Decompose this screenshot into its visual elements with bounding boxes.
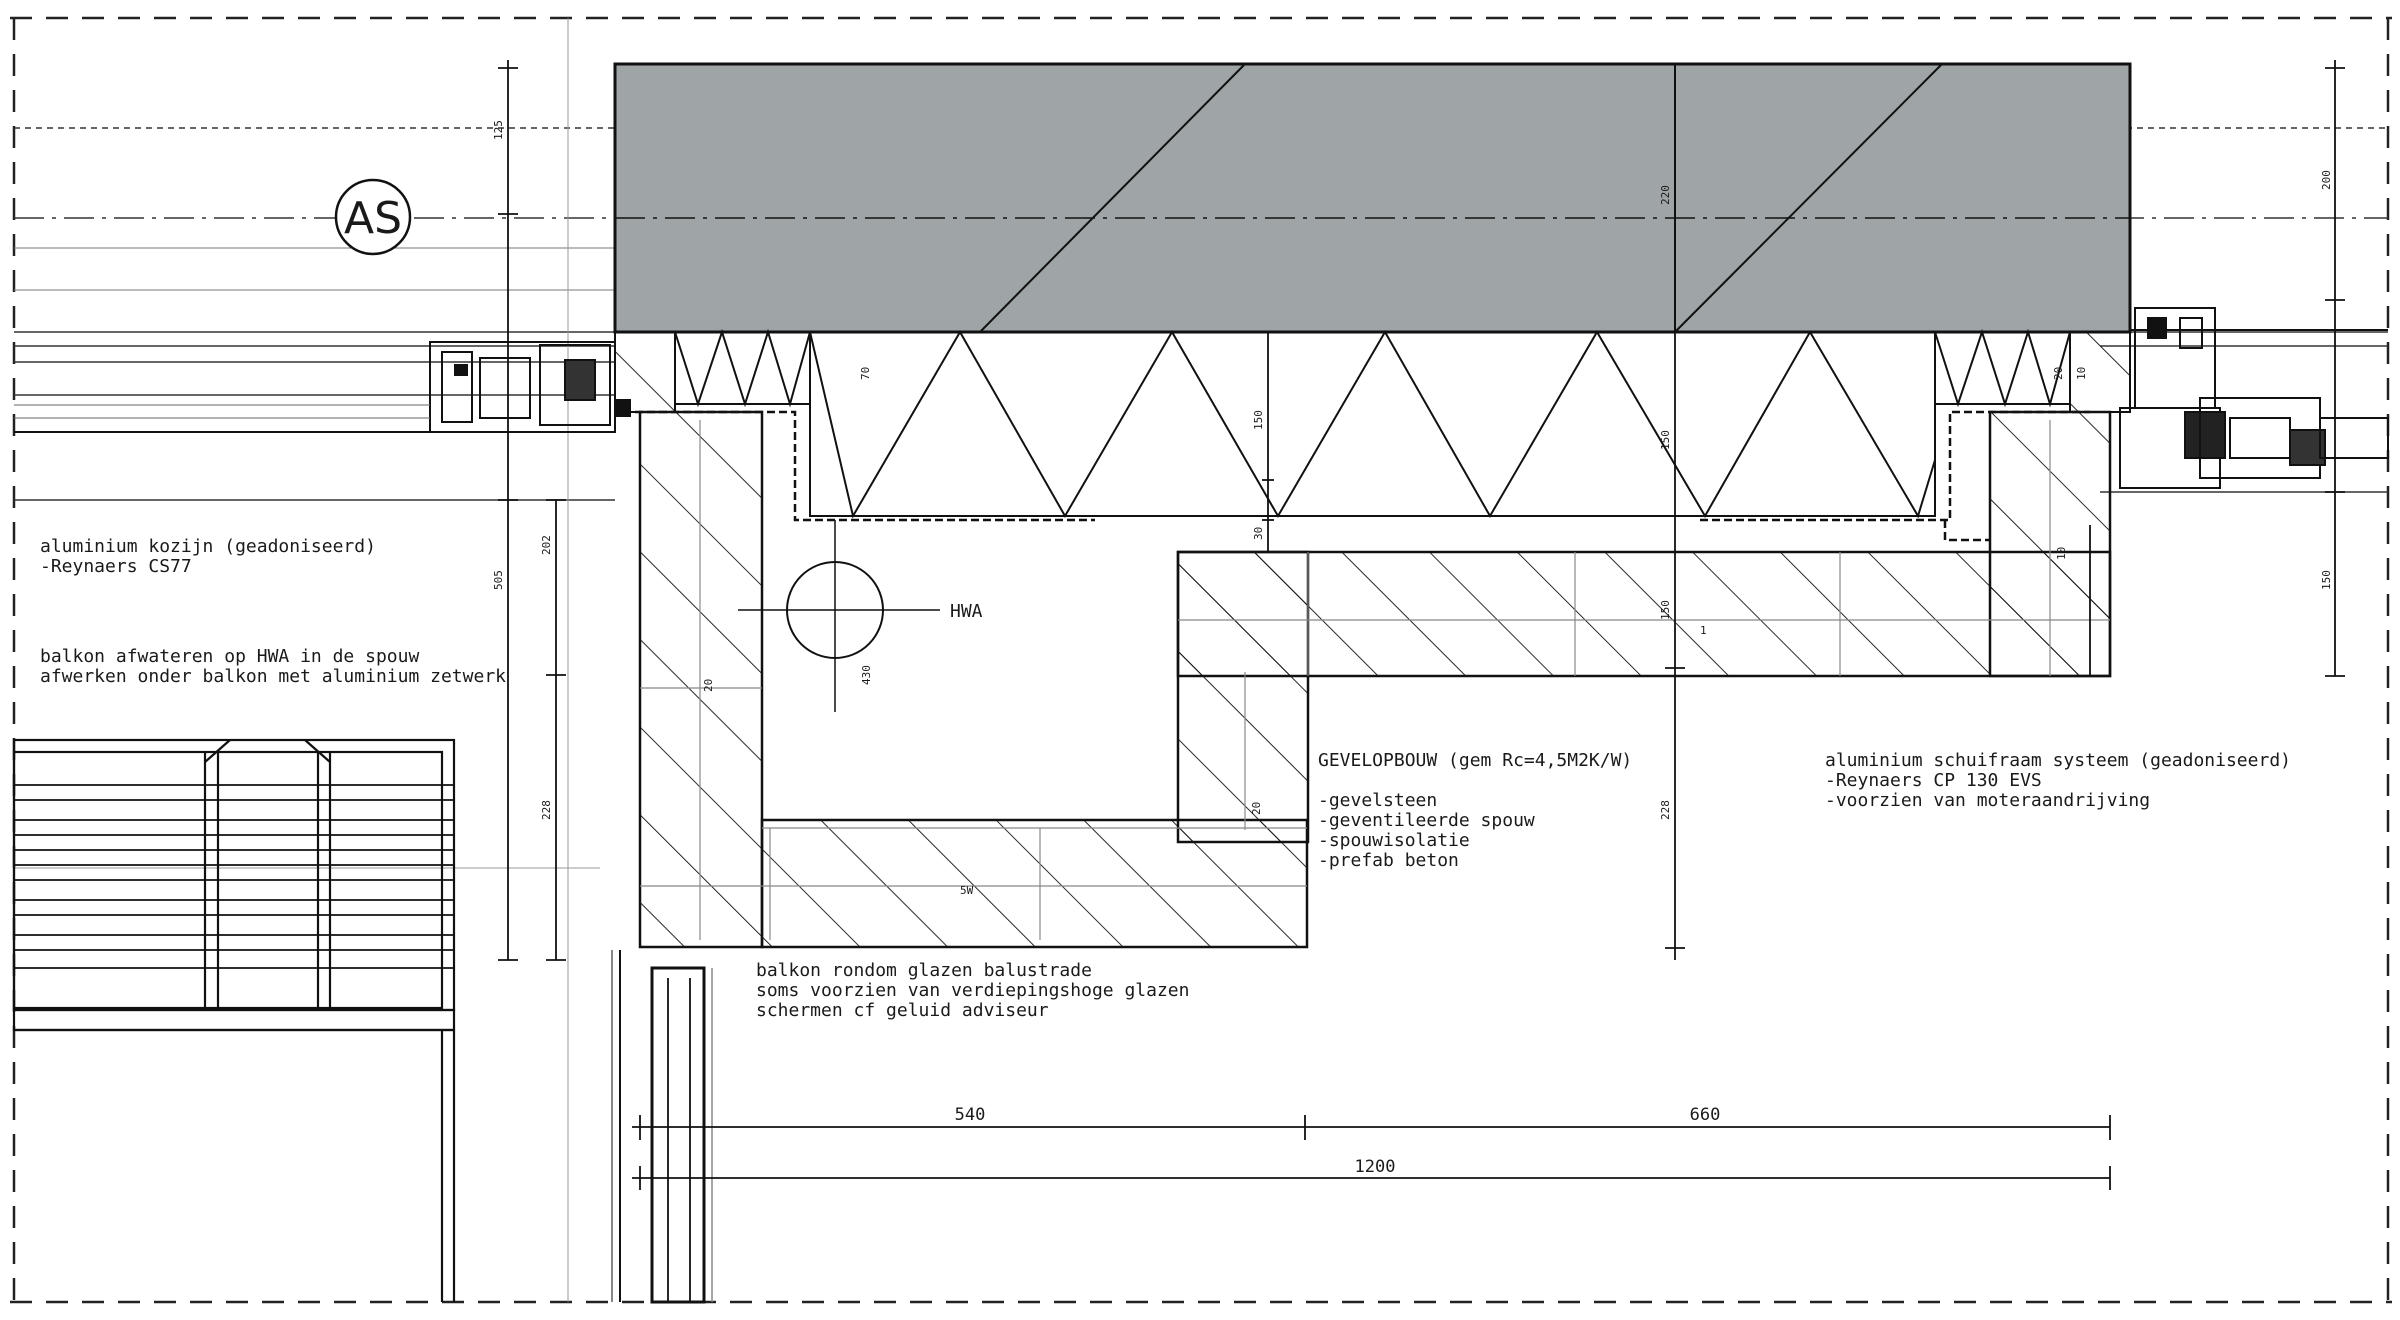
note-sliding: aluminium schuifraam systeem (geadonisee… [1825, 750, 2291, 811]
dim-small-5: 1 [1700, 624, 1707, 637]
drain-pipe: HWA [738, 520, 983, 712]
dim-mid-150a: 150 [1252, 410, 1265, 430]
dim-mid-70: 70 [859, 367, 872, 380]
note-balustrade-line-2: soms voorzien van verdiepingshoge glazen [756, 980, 1189, 1001]
note-facade-line-1: -gevelsteen [1318, 790, 1437, 811]
dim-bottom-1200: 1200 [1355, 1157, 1396, 1177]
dim-left-505: 505 [492, 570, 505, 590]
left-window-frame [14, 341, 631, 433]
dim-mid-220: 220 [1659, 185, 1672, 205]
note-facade-title: GEVELOPBOUW (gem Rc=4,5M2K/W) [1318, 750, 1632, 771]
note-drainage-line-1: balkon afwateren op HWA in de spouw [40, 646, 419, 667]
dim-left-202: 202 [540, 535, 553, 555]
note-frame-line-2: -Reynaers CS77 [40, 556, 192, 577]
sheet-border [10, 16, 2392, 1304]
dim-left-125: 125 [492, 120, 505, 140]
dimension-labels: 540 660 1200 125 505 202 228 220 70 150 … [492, 120, 2333, 1177]
dim-bottom-540: 540 [955, 1105, 986, 1125]
dim-left-228: 228 [540, 800, 553, 820]
note-balustrade-line-3: schermen cf geluid adviseur [756, 1000, 1049, 1021]
left-elevation [12, 738, 456, 1302]
dim-small-7: 20 [2052, 367, 2065, 380]
dim-bottom-660: 660 [1690, 1105, 1721, 1125]
note-facade-line-4: -prefab beton [1318, 850, 1459, 871]
note-sliding-line-2: -Reynaers CP 130 EVS [1825, 770, 2042, 791]
insulation-layer [635, 328, 2090, 542]
note-balustrade-line-1: balkon rondom glazen balustrade [756, 960, 1092, 981]
note-sliding-line-3: -voorzien van moteraandrijving [1825, 790, 2150, 811]
dimension-lines [498, 60, 2345, 1190]
note-sliding-line-1: aluminium schuifraam systeem (geadonisee… [1825, 750, 2291, 771]
axis-label: AS [344, 193, 402, 244]
note-frame: aluminium kozijn (geadoniseerd) -Reynaer… [40, 536, 376, 577]
glass-balustrade [611, 950, 713, 1304]
note-frame-line-1: aluminium kozijn (geadoniseerd) [40, 536, 376, 557]
note-drainage-line-2: afwerken onder balkon met aluminium zetw… [40, 666, 506, 687]
right-sliding-frame [2119, 307, 2389, 489]
dim-small-6: 5W [960, 884, 974, 897]
note-facade-line-3: -spouwisolatie [1318, 830, 1470, 851]
brick-facade [614, 331, 2131, 949]
dim-mid-228: 228 [1659, 800, 1672, 820]
dim-mid-150b: 150 [1659, 430, 1672, 450]
dim-small-1: 20 [702, 679, 715, 692]
note-drainage: balkon afwateren op HWA in de spouw afwe… [40, 646, 506, 687]
drain-label: HWA [950, 601, 983, 622]
note-balustrade: balkon rondom glazen balustrade soms voo… [756, 960, 1189, 1021]
note-facade: GEVELOPBOUW (gem Rc=4,5M2K/W) -gevelstee… [1318, 750, 1632, 871]
dim-small-3: 10 [2055, 547, 2068, 560]
dim-mid-150c: 150 [1659, 600, 1672, 620]
dim-small-2: 20 [1250, 802, 1263, 815]
dim-mid-30: 30 [1252, 527, 1265, 540]
dim-right-200: 200 [2320, 170, 2333, 190]
dim-mid-430: 430 [860, 665, 873, 685]
note-facade-line-2: -geventileerde spouw [1318, 810, 1535, 831]
dim-small-4: 10 [2075, 367, 2088, 380]
concrete-slab [613, 62, 2132, 334]
axis-bubble: AS [334, 178, 412, 256]
dim-right-150: 150 [2320, 570, 2333, 590]
